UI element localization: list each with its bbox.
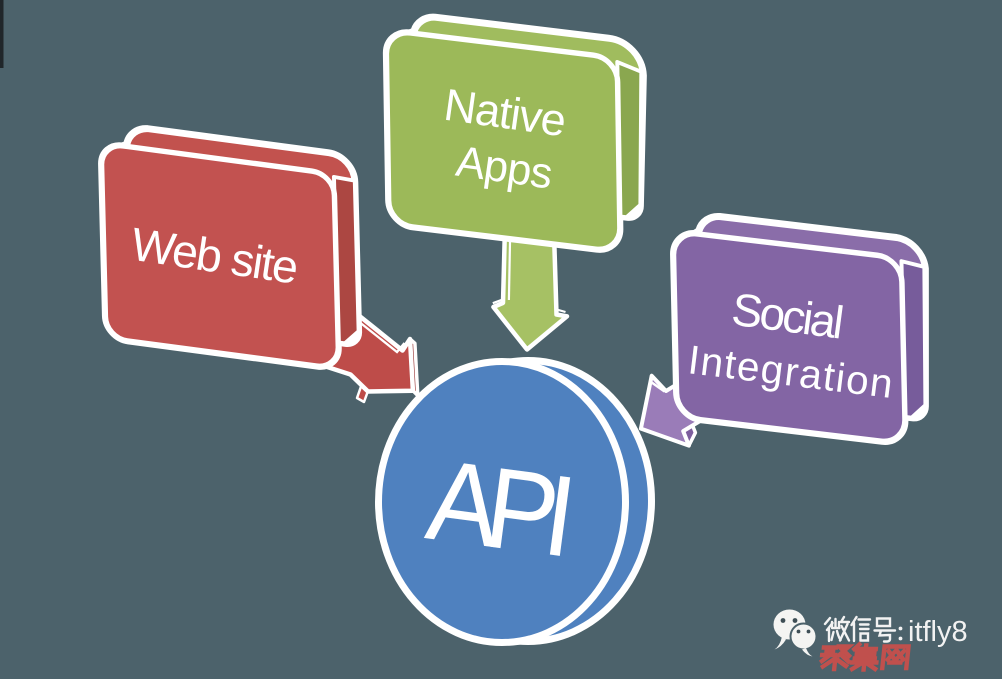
svg-text:itfly8: itfly8: [908, 616, 968, 648]
svg-text:API: API: [420, 434, 573, 580]
